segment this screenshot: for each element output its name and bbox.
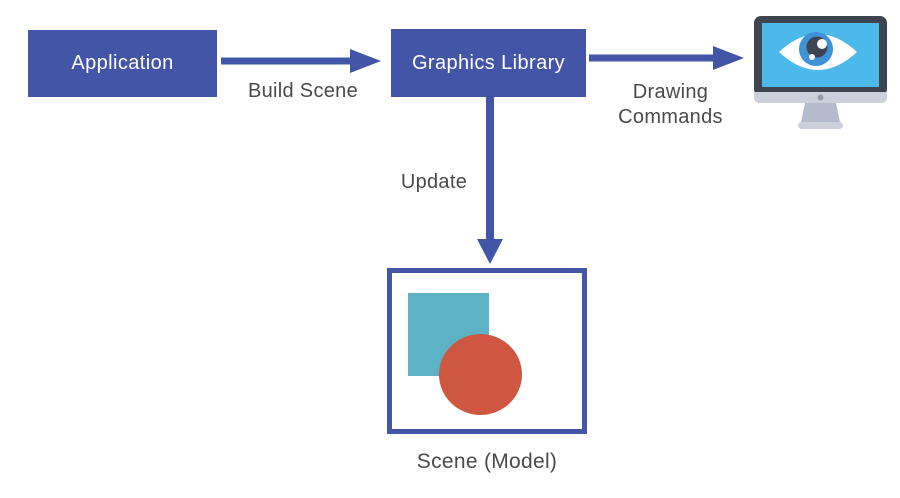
node-graphics-library-label: Graphics Library <box>411 51 566 74</box>
node-application: Application <box>28 30 217 97</box>
eye-icon <box>779 32 857 70</box>
node-scene-model-label: Scene (Model) <box>416 450 558 473</box>
arrow-drawing-commands <box>589 46 744 70</box>
node-graphics-library: Graphics Library <box>391 29 586 97</box>
scene-red-circle <box>439 334 522 415</box>
edge-label-drawing-commands: Drawing Commands <box>618 81 723 128</box>
edge-label-build-scene: Build Scene <box>247 80 359 102</box>
node-application-label: Application <box>71 52 174 74</box>
arrow-build-scene <box>221 49 381 73</box>
edge-label-update: Update <box>400 171 468 193</box>
monitor-with-eye-icon <box>754 16 887 129</box>
arrow-update <box>477 97 503 264</box>
